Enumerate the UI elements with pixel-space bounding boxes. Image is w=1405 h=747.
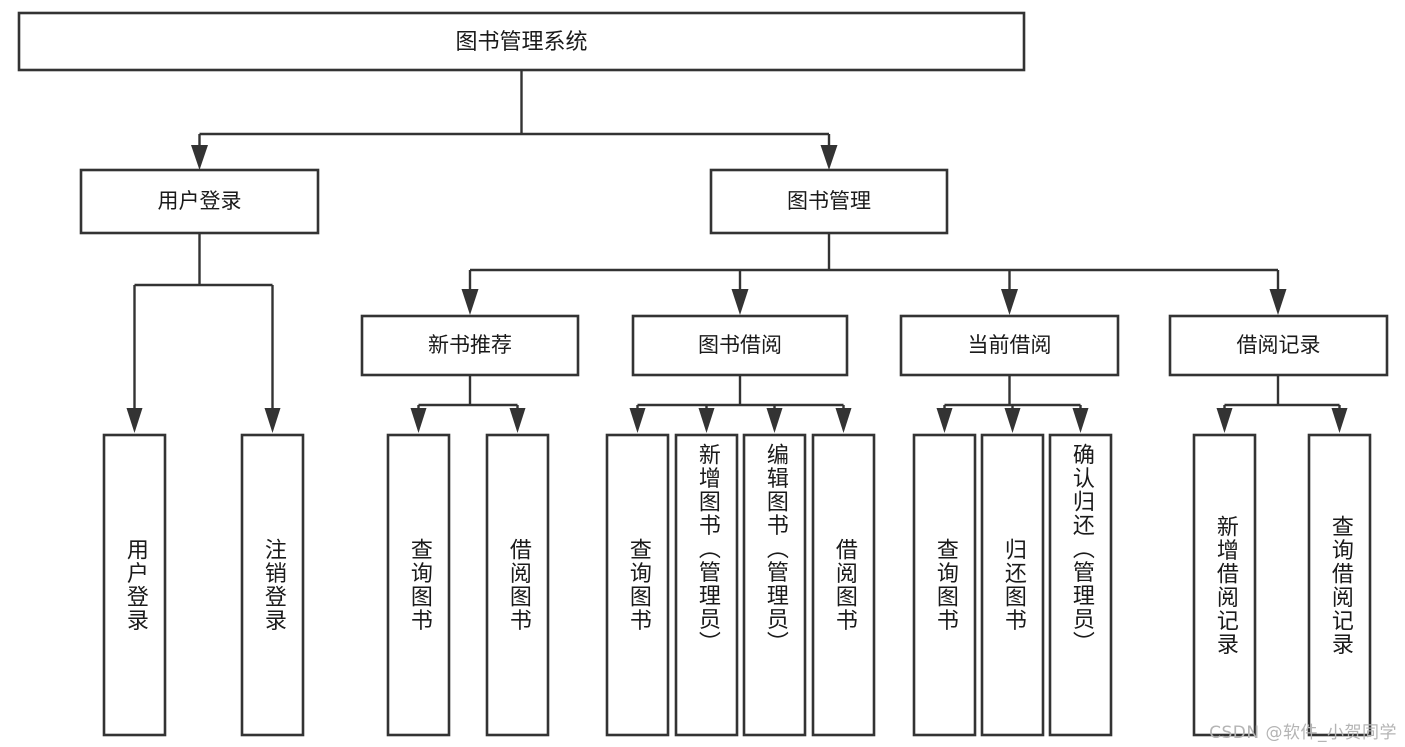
node-current-borrow[interactable]: 当前借阅 [899, 314, 1120, 377]
edge-layer [126, 70, 1348, 433]
leaf-edit-book-rect[interactable] [742, 433, 807, 737]
arrowhead-leaf-query-record [1331, 408, 1348, 433]
node-book-borrow[interactable]: 图书借阅 [631, 314, 849, 377]
node-layer: 图书管理系统 用户登录 图书管理 新书推荐 图书借阅 [17, 11, 1389, 737]
arrowhead-leaf-return-book [1004, 408, 1021, 433]
node-borrow-records[interactable]: 借阅记录 [1168, 314, 1389, 377]
leaf-logout-rect[interactable] [240, 433, 305, 737]
arrowhead-borrow-records [1269, 289, 1287, 315]
node-new-book-recommend-label: 新书推荐 [428, 333, 512, 357]
arrowhead-book-borrow [731, 289, 749, 315]
node-current-borrow-label: 当前借阅 [968, 333, 1052, 357]
node-book-borrow-rect[interactable] [631, 314, 849, 377]
node-root-label: 图书管理系统 [455, 30, 587, 55]
node-current-borrow-rect[interactable] [899, 314, 1120, 377]
node-borrow-records-rect[interactable] [1168, 314, 1389, 377]
arrowhead-leaf-add-record [1216, 408, 1233, 433]
leaf-query-record-rect[interactable] [1307, 433, 1372, 737]
leaf-query-books-1-rect[interactable] [386, 433, 451, 737]
node-user-login-label: 用户登录 [158, 189, 242, 213]
leaf-borrow-books-2-rect[interactable] [811, 433, 876, 737]
arrowhead-leaf-query-books-1 [410, 408, 427, 433]
arrowhead-leaf-edit-book [766, 408, 783, 433]
arrowhead-leaf-add-book [698, 408, 715, 433]
arrowhead-current-borrow [1001, 289, 1018, 315]
leaf-return-book-rect[interactable] [980, 433, 1045, 737]
node-book-management[interactable]: 图书管理 [709, 168, 949, 235]
leaf-add-record-rect[interactable] [1192, 433, 1257, 737]
arrowhead-leaf-logout [264, 408, 281, 433]
node-root[interactable]: 图书管理系统 [17, 11, 1026, 72]
arrowhead-leaf-query-books-2 [629, 408, 646, 433]
node-root-rect[interactable] [17, 11, 1026, 72]
node-new-book-recommend-rect[interactable] [360, 314, 580, 377]
leaf-query-books-3-rect[interactable] [912, 433, 977, 737]
leaf-user-login-rect[interactable] [102, 433, 167, 737]
leaf-rect-layer [102, 433, 1372, 737]
arrowhead-leaf-user-login [126, 408, 143, 433]
leaf-query-books-2-rect[interactable] [605, 433, 670, 737]
arrowhead-leaf-borrow-books-1 [509, 408, 526, 433]
leaf-borrow-books-1-rect[interactable] [485, 433, 550, 737]
node-user-login[interactable]: 用户登录 [79, 168, 320, 235]
arrowhead-leaf-confirm-return [1072, 408, 1089, 433]
node-book-borrow-label: 图书借阅 [698, 333, 782, 357]
csdn-watermark: CSDN @软件_小贺同学 [1209, 723, 1397, 743]
leaf-confirm-return-rect[interactable] [1048, 433, 1113, 737]
node-book-management-rect[interactable] [709, 168, 949, 235]
arrowhead-leaf-borrow-books-2 [835, 408, 852, 433]
leaf-add-book-rect[interactable] [674, 433, 739, 737]
node-borrow-records-label: 借阅记录 [1237, 333, 1321, 357]
arrowhead-new-book-recommend [461, 289, 479, 315]
arrowhead-leaf-query-books-3 [936, 408, 953, 433]
node-book-management-label: 图书管理 [787, 189, 871, 213]
node-user-login-rect[interactable] [79, 168, 320, 235]
arrowhead-user-login [191, 145, 208, 170]
node-new-book-recommend[interactable]: 新书推荐 [360, 314, 580, 377]
arrowhead-book-management [820, 145, 838, 170]
